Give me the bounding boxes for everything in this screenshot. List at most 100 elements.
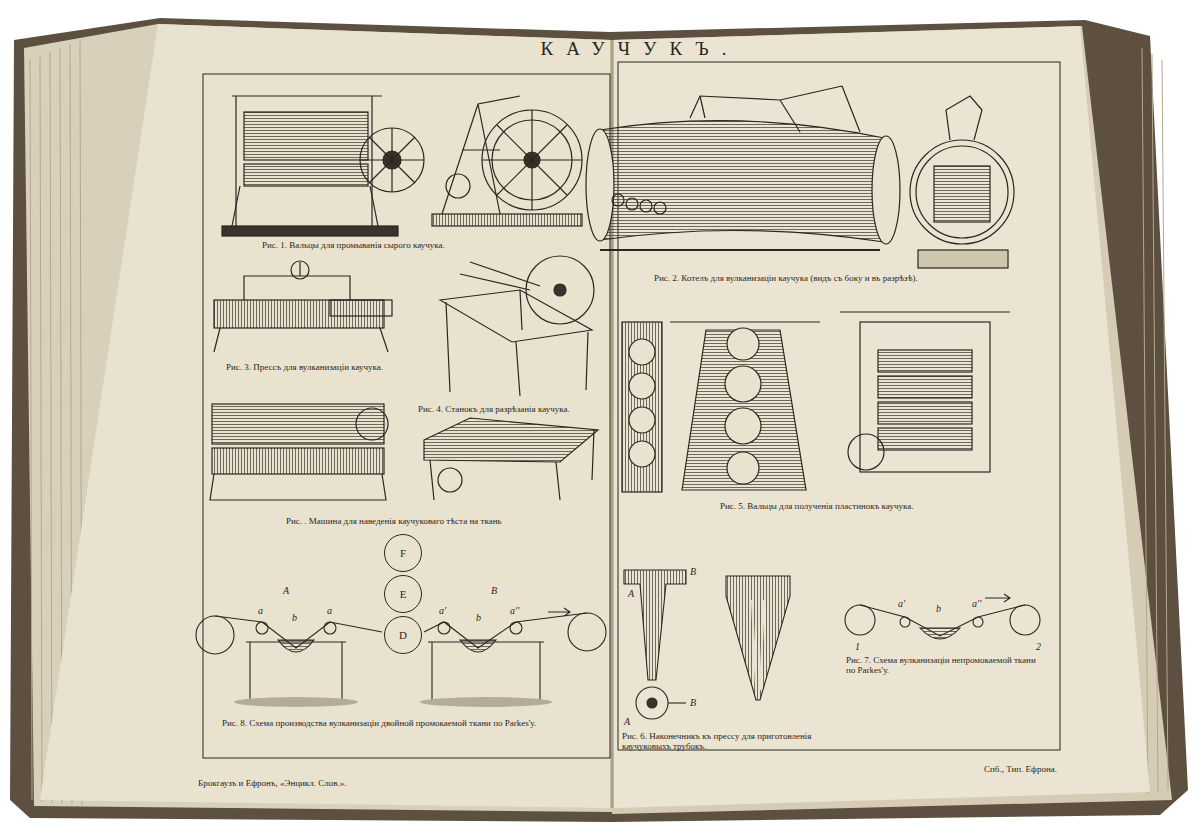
book-block-part	[10, 18, 1188, 822]
washing-rollers-part	[244, 112, 368, 160]
vulcanizing-boiler-part	[612, 194, 624, 206]
vulcanizing-boiler-part	[946, 96, 982, 140]
sheet-rollers-part	[670, 321, 820, 322]
figure-caption: Рис. 8. Схема производства вулканизаціи …	[222, 718, 536, 728]
vulcanizing-boiler	[586, 86, 1014, 268]
spreading-machines-part	[210, 474, 386, 500]
spreading-machines-part	[212, 404, 384, 444]
callout-letter: 2	[1036, 641, 1041, 653]
footer-note: Брокгаузъ и Ефронъ, «Энцикл. Слов.».	[198, 778, 346, 788]
double-fabric-scheme-part	[324, 622, 336, 634]
callout-letter: A	[628, 588, 634, 600]
page-title: КАУЧУКЪ.	[541, 38, 740, 60]
callout-letter: a''	[972, 598, 981, 610]
cutting-bench-part	[460, 262, 540, 290]
double-fabric-scheme-part	[420, 697, 552, 707]
sheet-rollers-part	[725, 408, 761, 444]
figure-caption: Рис. 1. Вальцы для промыванія сырого кау…	[262, 240, 445, 250]
sheet-rollers-part	[848, 434, 884, 470]
vulcanizing-boiler-part	[654, 202, 666, 214]
vulcanizing-boiler-part	[600, 121, 884, 242]
press-part	[291, 261, 309, 279]
spreading-machines-part	[438, 468, 462, 492]
sheet-rollers-part	[840, 311, 1010, 312]
tube-nozzle-part	[726, 576, 790, 700]
tube-nozzle	[624, 570, 790, 719]
double-fabric-scheme-part	[256, 622, 268, 634]
callout-letter: a'	[439, 605, 446, 617]
vulcanizing-boiler-part	[640, 200, 652, 212]
vulcanizing-boiler-part	[934, 166, 990, 222]
figure-caption: Рис. 6. Наконечникъ къ прессу для пригот…	[622, 731, 822, 752]
spreading-machines-part	[356, 408, 388, 440]
sheet-rollers-part	[622, 322, 662, 492]
washing-wheel-part	[442, 96, 520, 214]
double-fabric-scheme-part	[510, 622, 522, 634]
sheet-rollers-part	[725, 366, 761, 402]
waterproof-fabric-scheme-part	[985, 594, 1010, 602]
cutting-bench-part	[440, 290, 592, 342]
double-fabric-scheme	[196, 608, 606, 707]
callout-letter: 1	[855, 641, 860, 653]
sheet-rollers-part	[878, 428, 972, 450]
figure-caption: Рис. 3. Прессъ для вулканизаціи каучука.	[226, 362, 383, 372]
sheet-rollers-part	[727, 452, 759, 484]
vulcanizing-boiler-part	[872, 136, 900, 244]
press-part	[214, 300, 384, 328]
sheet-rollers-part	[860, 322, 990, 472]
waterproof-fabric-scheme-part	[920, 628, 960, 639]
callout-letter: a	[258, 605, 263, 617]
sheet-rollers-part	[878, 402, 972, 424]
vulcanizing-boiler-part	[586, 129, 614, 241]
book-block-part	[24, 24, 612, 812]
roller-letter: F	[400, 547, 406, 559]
sheet-rollers-part	[629, 373, 655, 399]
cutting-bench-part	[554, 284, 566, 296]
callout-letter: a	[327, 605, 332, 617]
spreading-machines-part	[212, 448, 384, 474]
waterproof-fabric-scheme-part	[845, 605, 875, 635]
double-fabric-scheme-part	[568, 613, 606, 651]
washing-rollers	[222, 96, 424, 236]
sheet-rollers-part	[878, 376, 972, 398]
sheet-rollers-part	[629, 407, 655, 433]
washing-rollers-part	[222, 226, 398, 236]
figure-caption: Рис. 2. Котелъ для вулканизаціи каучука …	[654, 273, 918, 283]
washing-wheel-part	[482, 110, 582, 210]
callout-letter: A	[283, 585, 289, 597]
washing-rollers-part	[244, 164, 368, 186]
sheet-rollers-part	[878, 350, 972, 372]
press-part	[214, 262, 388, 352]
washing-wheel-part	[482, 110, 582, 210]
roller-circle: F	[384, 534, 422, 572]
tube-nozzle-part	[668, 702, 686, 703]
sheet-rollers-part	[727, 328, 759, 360]
callout-letter: B	[491, 585, 497, 597]
spreading-machines-part	[424, 418, 598, 462]
washing-wheel-part	[446, 174, 470, 198]
page-frames-part	[203, 74, 610, 758]
vulcanizing-boiler-part	[916, 146, 1008, 238]
washing-wheel-part	[432, 214, 582, 226]
washing-rollers-part	[232, 96, 382, 232]
roller-letter: E	[400, 588, 407, 600]
callout-letter: b	[292, 612, 297, 624]
vulcanizing-boiler-part	[918, 250, 1008, 268]
vulcanizing-boiler-part	[600, 249, 880, 251]
washing-rollers-part	[360, 128, 424, 192]
double-fabric-scheme-part	[196, 616, 234, 654]
callout-letter: B	[690, 697, 696, 709]
washing-wheel	[432, 96, 582, 226]
vulcanizing-boiler-part	[626, 198, 638, 210]
press-part	[330, 300, 392, 316]
tube-nozzle-part	[647, 698, 657, 708]
figure-caption: Рис. 5. Вальцы для полученія пластинокъ …	[720, 501, 913, 511]
callout-letter: B	[690, 566, 696, 578]
washing-rollers-part	[360, 128, 424, 192]
tube-nozzle-part	[624, 570, 686, 680]
sheet-rollers-part	[629, 441, 655, 467]
cutting-bench	[440, 256, 594, 396]
book-block	[10, 18, 1188, 822]
waterproof-fabric-scheme-part	[1010, 605, 1040, 635]
